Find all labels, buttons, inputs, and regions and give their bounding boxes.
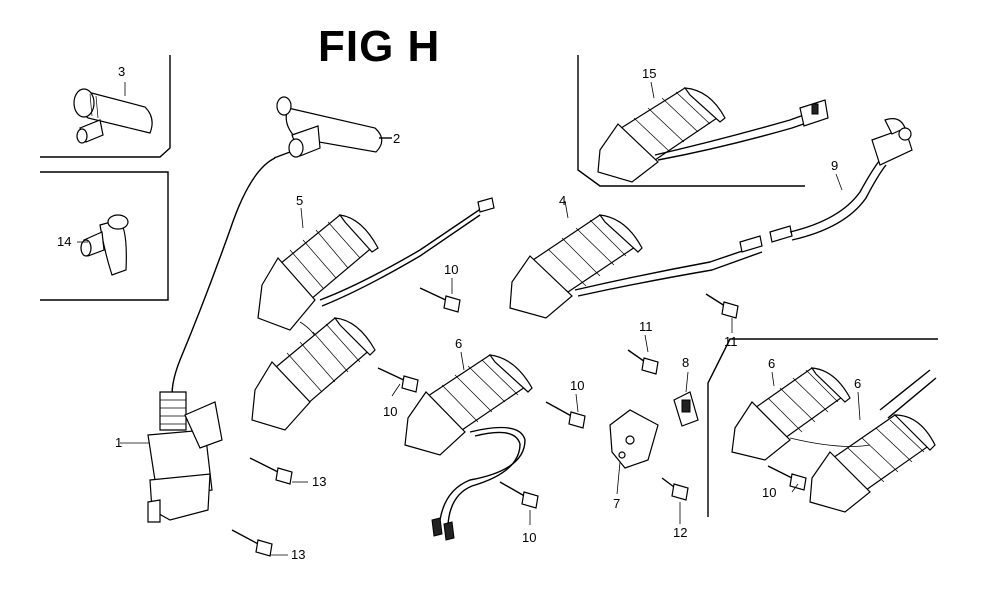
inset-frame-bottom-right bbox=[707, 338, 938, 517]
callout-part-7: 7 bbox=[613, 496, 621, 511]
callout-part-10-d: 10 bbox=[522, 530, 537, 545]
callout-part-6-inset-left: 6 bbox=[768, 356, 776, 371]
callout-part-8: 8 bbox=[682, 355, 690, 370]
bolt-10-b bbox=[377, 367, 419, 393]
bolt-12 bbox=[661, 477, 689, 501]
bolt-11-b bbox=[627, 349, 659, 375]
callout-part-10-e: 10 bbox=[762, 485, 777, 500]
exciter-coil-part-6-center bbox=[404, 354, 533, 541]
wire-harness-part-9 bbox=[789, 118, 913, 241]
exciter-coil-inset-left bbox=[731, 367, 851, 461]
callout-part-10-c: 10 bbox=[570, 378, 585, 393]
bolt-11-a bbox=[705, 293, 739, 319]
callout-part-12: 12 bbox=[673, 525, 688, 540]
callout-part-11-b: 11 bbox=[639, 319, 653, 334]
exciter-coil-part-15 bbox=[597, 87, 829, 183]
bolt-13-b bbox=[231, 529, 273, 557]
callout-part-4: 4 bbox=[559, 193, 567, 208]
clip-part-8 bbox=[673, 391, 699, 427]
callout-part-3: 3 bbox=[118, 64, 126, 79]
callout-part-13-b: 13 bbox=[291, 547, 306, 562]
callout-part-5: 5 bbox=[296, 193, 304, 208]
spark-plug-cap-part-3 bbox=[73, 88, 153, 144]
exciter-coil-left bbox=[251, 317, 376, 431]
callout-part-14: 14 bbox=[57, 234, 72, 249]
callout-part-9: 9 bbox=[831, 158, 839, 173]
bolt-10-e bbox=[767, 465, 807, 491]
inset-frame-top-right bbox=[577, 55, 805, 187]
leader-lines bbox=[77, 81, 861, 556]
callout-part-10-b: 10 bbox=[383, 404, 398, 419]
callout-part-15: 15 bbox=[642, 66, 657, 81]
bolt-13-a bbox=[249, 457, 293, 485]
callout-part-10-a: 10 bbox=[444, 262, 459, 277]
ignition-coil-part-1 bbox=[120, 157, 276, 523]
callout-part-13-a: 13 bbox=[312, 474, 327, 489]
spark-plug-cap-part-2 bbox=[273, 96, 392, 159]
bracket-part-7 bbox=[609, 409, 659, 469]
exciter-coil-inset-right bbox=[789, 369, 937, 513]
callout-part-6-inset-right: 6 bbox=[854, 376, 862, 391]
callout-part-1: 1 bbox=[115, 435, 123, 450]
exciter-coil-part-4 bbox=[509, 214, 793, 319]
bolt-10-a bbox=[419, 287, 461, 313]
spark-plug-cap-part-14 bbox=[80, 214, 129, 276]
bolt-10-d bbox=[499, 481, 539, 509]
figure-title: FIG H bbox=[318, 22, 441, 71]
callout-part-6-center: 6 bbox=[455, 336, 463, 351]
charge-coil-part-5 bbox=[257, 197, 495, 381]
inset-frame-left bbox=[40, 55, 171, 301]
bolt-10-c bbox=[545, 401, 586, 429]
callout-part-11-a: 11 bbox=[724, 334, 738, 349]
callout-part-2: 2 bbox=[393, 131, 401, 146]
